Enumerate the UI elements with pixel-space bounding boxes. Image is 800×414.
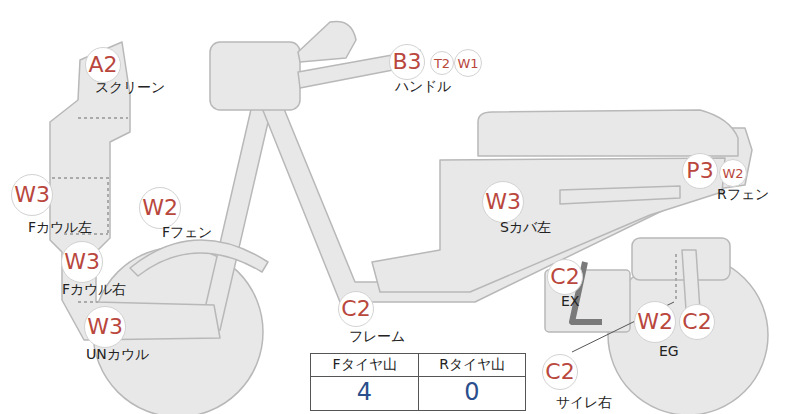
damage-circle: C2 <box>547 259 583 295</box>
table-grid <box>311 354 526 411</box>
panel-division <box>78 301 98 303</box>
muffler <box>632 238 730 280</box>
damage-circle: A2 <box>85 47 121 83</box>
damage-circle: W3 <box>482 181 524 223</box>
front-cowl <box>50 42 220 340</box>
damage-code: B3 <box>392 51 421 73</box>
damage-circle: W3 <box>11 174 53 216</box>
part-name: Fフェン <box>162 225 212 240</box>
damage-code: T2 <box>434 57 450 70</box>
damage-code: P3 <box>686 160 713 182</box>
part-name: UNカウル <box>86 347 149 362</box>
damage-code: W3 <box>87 316 123 338</box>
table-cell: 4 <box>311 379 418 405</box>
damage-circle: C2 <box>679 304 715 340</box>
part-name: Fカウル左 <box>28 220 92 235</box>
damage-code: W3 <box>64 251 100 273</box>
damage-circle: W1 <box>454 49 482 77</box>
headlight <box>210 42 300 110</box>
frame-rail <box>560 186 680 204</box>
table-cell: Rタイヤ山 <box>419 357 525 372</box>
damage-code: C2 <box>341 298 370 320</box>
part-name: EG <box>659 344 679 359</box>
damage-code: W2 <box>142 197 178 219</box>
part-name: スクリーン <box>95 80 165 95</box>
damage-circle: W2 <box>719 159 747 187</box>
steering-tube <box>200 105 272 330</box>
damage-code: C2 <box>545 361 574 383</box>
part-name: Sカバ左 <box>500 220 551 235</box>
seat <box>478 110 738 156</box>
damage-code: W2 <box>637 311 673 333</box>
damage-circle: W2 <box>139 187 181 229</box>
front-fender <box>130 240 268 276</box>
rear-shock <box>682 250 700 310</box>
damage-circle: T2 <box>430 51 454 75</box>
damage-code: W3 <box>14 184 50 206</box>
leader-line <box>675 254 677 300</box>
damage-code: W1 <box>457 57 478 70</box>
damage-circle: P3 <box>682 153 718 189</box>
meter-cover <box>298 21 356 62</box>
panel-division <box>78 117 128 119</box>
damage-circle: C2 <box>338 291 374 327</box>
damage-code: W3 <box>485 191 521 213</box>
damage-code: C2 <box>550 266 579 288</box>
damage-circle: W3 <box>61 241 103 283</box>
table-cell: Fタイヤ山 <box>311 357 418 372</box>
damage-code: C2 <box>682 311 711 333</box>
damage-code: A2 <box>88 54 117 76</box>
tyre-table <box>311 354 526 411</box>
part-name: フレーム <box>349 329 405 344</box>
damage-circle: W2 <box>634 301 676 343</box>
part-name: Fカウル右 <box>62 282 126 297</box>
part-name: ハンドル <box>395 79 451 94</box>
damage-code: W2 <box>722 167 743 180</box>
part-name: Rフェン <box>717 187 769 202</box>
damage-circle: B3 <box>389 44 425 80</box>
damage-circle: W3 <box>84 306 126 348</box>
table-cell: 0 <box>419 379 525 405</box>
part-name: サイレ右 <box>556 395 612 410</box>
part-name: EX <box>561 294 579 309</box>
damage-circle: C2 <box>542 354 578 390</box>
